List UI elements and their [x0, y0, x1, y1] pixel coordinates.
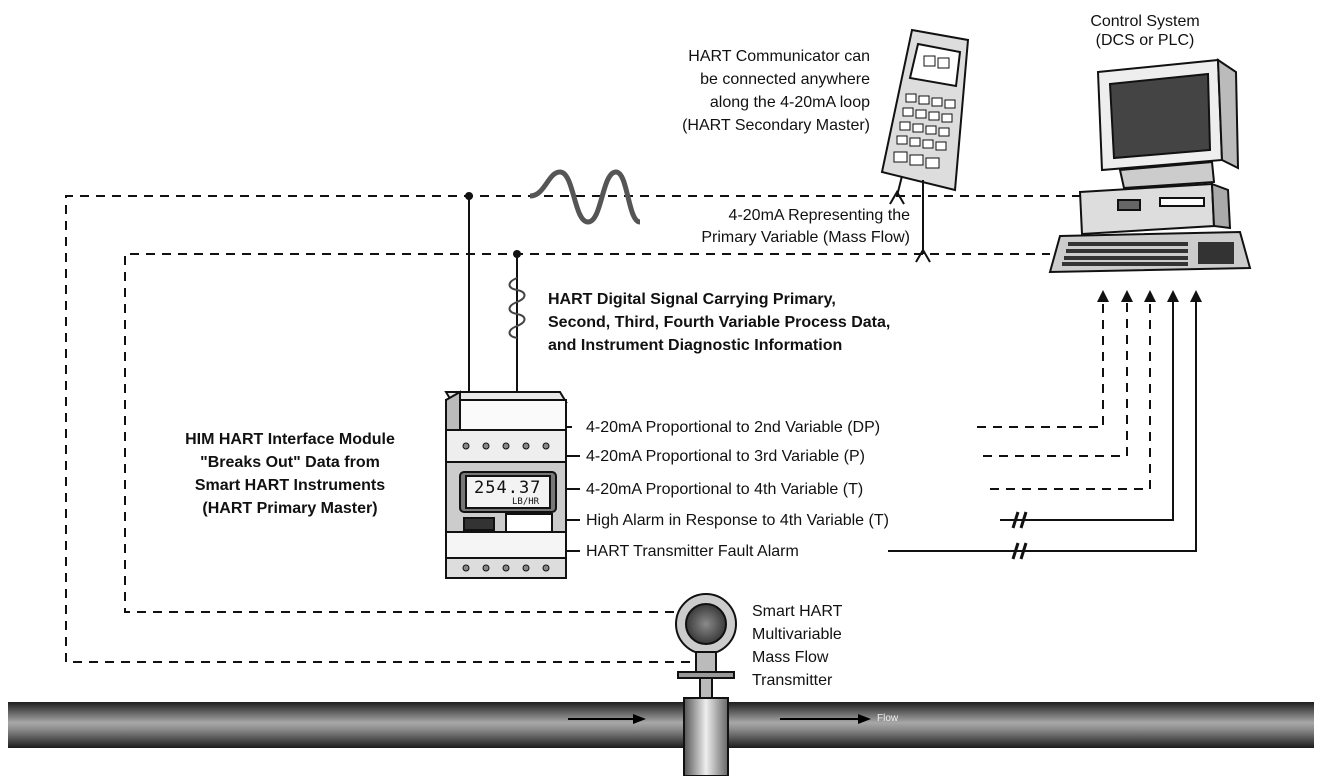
digital-signal-line: and Instrument Diagnostic Information [548, 337, 843, 354]
output-leaders [566, 426, 580, 552]
computer-icon [1048, 58, 1252, 274]
module-display-value: 254.37 [474, 478, 542, 498]
output-label-high-alarm: High Alarm in Response to 4th Variable (… [586, 512, 889, 529]
loop-signal-line: 4-20mA Representing the [728, 207, 910, 224]
transmitter-label: Smart HART Multivariable Mass Flow Trans… [752, 600, 842, 692]
transmitter-line: Transmitter [752, 672, 833, 689]
digital-signal-line: Second, Third, Fourth Variable Process D… [548, 314, 891, 331]
module-display-unit: LB/HR [512, 497, 540, 507]
loop-signal-line: Primary Variable (Mass Flow) [701, 229, 910, 246]
module-wires [468, 196, 518, 392]
output-label-t: 4-20mA Proportional to 4th Variable (T) [586, 481, 864, 498]
alarm-wires [888, 302, 1197, 552]
handheld-communicator-icon [880, 28, 970, 263]
digital-signal-label: HART Digital Signal Carrying Primary, Se… [548, 288, 890, 357]
output-label-dp: 4-20mA Proportional to 2nd Variable (DP) [586, 419, 881, 436]
interface-module-icon [444, 390, 568, 579]
communicator-label: HART Communicator can be connected anywh… [580, 45, 870, 137]
communicator-line: (HART Secondary Master) [682, 117, 870, 134]
control-system-line: (DCS or PLC) [1095, 32, 1195, 49]
flow-label: Flow [877, 713, 899, 724]
him-module-line: "Breaks Out" Data from [200, 454, 380, 471]
control-system-line: Control System [1090, 13, 1200, 30]
communicator-line: along the 4-20mA loop [709, 94, 870, 111]
analog-wave [529, 169, 642, 225]
output-label-p: 4-20mA Proportional to 3rd Variable (P) [586, 448, 865, 465]
output-label-fault-alarm: HART Transmitter Fault Alarm [586, 543, 799, 560]
communicator-line: be connected anywhere [700, 71, 870, 88]
loop-wires [65, 195, 1151, 663]
transmitter-icon [675, 593, 737, 776]
contact-symbols [1011, 511, 1028, 560]
transmitter-line: Mass Flow [752, 649, 829, 666]
transmitter-line: Multivariable [752, 626, 842, 643]
pipe [8, 702, 1314, 748]
him-module-label: HIM HART Interface Module "Breaks Out" D… [140, 428, 440, 520]
digital-signal-coil [508, 277, 526, 339]
communicator-line: HART Communicator can [688, 48, 870, 65]
input-arrows [1097, 290, 1202, 302]
digital-signal-line: HART Digital Signal Carrying Primary, [548, 291, 836, 308]
control-system-label: Control System (DCS or PLC) [1080, 12, 1210, 50]
him-module-line: (HART Primary Master) [202, 500, 378, 517]
him-module-line: Smart HART Instruments [194, 477, 386, 494]
transmitter-line: Smart HART [752, 603, 843, 620]
him-module-line: HIM HART Interface Module [185, 431, 395, 448]
loop-signal-label: 4-20mA Representing the Primary Variable… [620, 205, 910, 249]
